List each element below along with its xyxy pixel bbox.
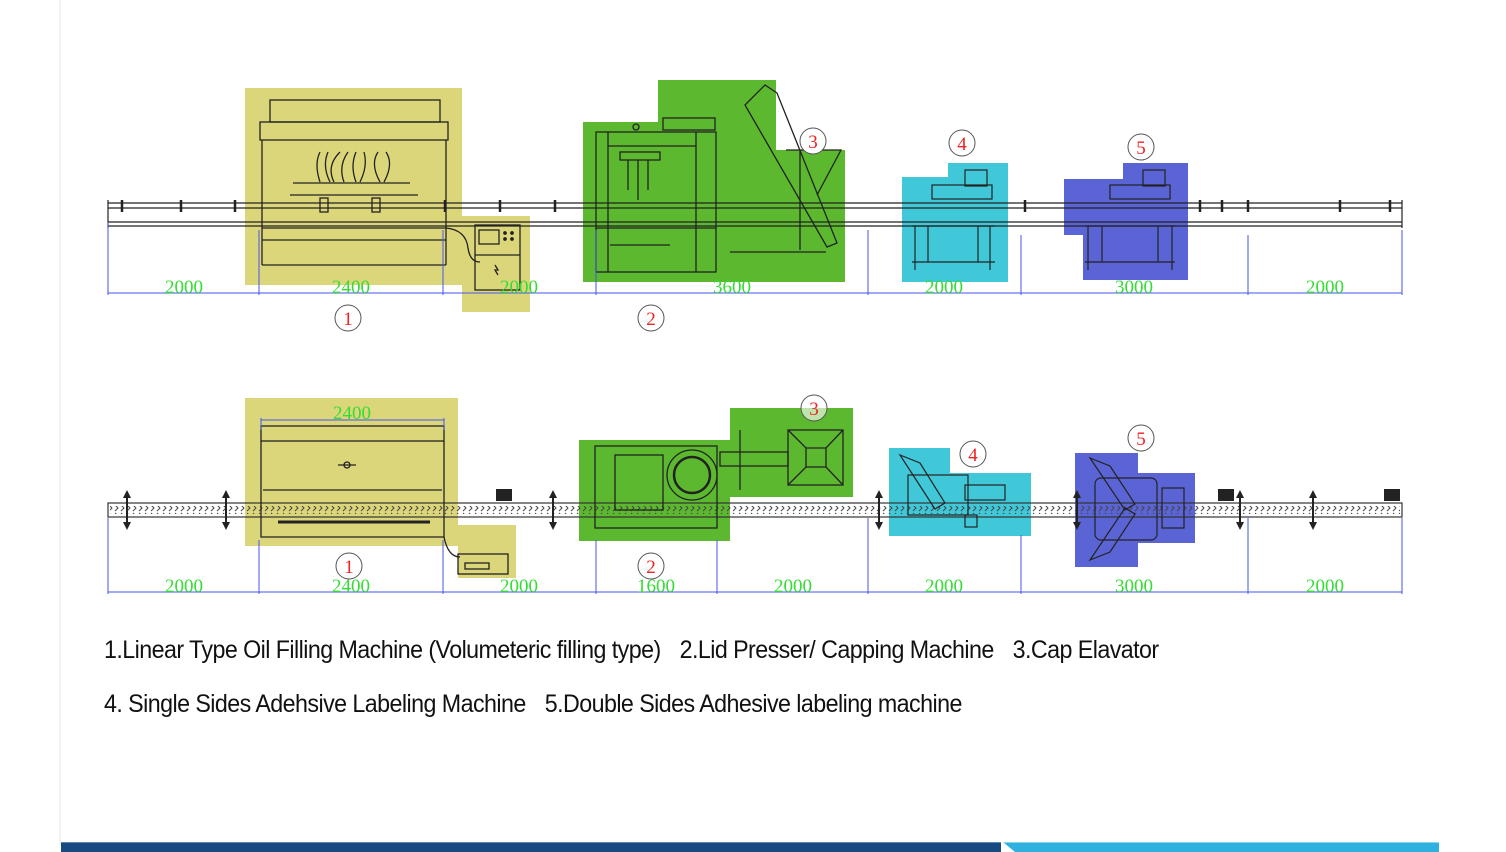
dim-label: 2000 [925,277,963,298]
legend-item-capper: 2.Lid Presser/ Capping Machine [679,636,995,664]
slide-edge [59,0,61,845]
dim-label: 2000 [500,576,538,597]
svg-text:1: 1 [344,557,354,578]
dim-label: 2000 [165,277,203,298]
front-dimension-lines [107,222,1403,295]
dim-label: 3000 [1115,277,1153,298]
dim-label: 2400 [332,277,370,298]
svg-text:1: 1 [343,309,353,330]
top-markers: 1 2 3 4 5 [335,394,1155,580]
top-conveyor [107,502,1403,518]
front-markers: 1 2 3 4 5 [334,127,1155,332]
footer-bar-light [1003,842,1439,852]
legend-line-1: 1.Linear Type Oil Filling Machine (Volum… [104,636,1172,665]
svg-text:3: 3 [809,399,819,420]
front-conveyor [107,200,1403,228]
svg-text:4: 4 [968,445,978,466]
capper-zone [583,80,845,282]
marker-3: 3 [799,127,827,155]
double-labeler-drawing [1085,169,1175,270]
legend-item-cap-elevator: 3.Cap Elavator [1012,636,1160,664]
marker-5: 5 [1127,133,1155,161]
footer-bar-dark [61,842,1001,852]
svg-text:2: 2 [646,557,656,578]
legend-item-double-labeler: 5.Double Sides Adhesive labeling machine [544,690,963,718]
svg-text:4: 4 [957,134,967,155]
svg-text:5: 5 [1136,138,1146,159]
top-dimension-labels: 2000 2400 2000 1600 2000 2000 3000 2000 [165,576,1344,597]
filler-top-width-line [260,418,445,430]
capper-machine-drawing [595,84,843,273]
single-labeler-zone-top [889,448,1031,536]
dim-label: 2400 [332,576,370,597]
filler-zone [245,88,530,312]
legend-item-filler: 1.Linear Type Oil Filling Machine (Volum… [104,636,661,664]
filler-zone-top [245,398,516,578]
legend-item-single-labeler: 4. Single Sides Adehsive Labeling Machin… [104,690,526,718]
front-dimension-labels: 2000 2400 2000 3600 2000 3000 2000 [165,277,1344,298]
dim-label: 2000 [1306,576,1344,597]
capper-top-drawing [594,429,844,529]
legend-line-2: 4. Single Sides Adehsive Labeling Machin… [104,690,975,719]
marker-4: 4 [948,129,976,157]
marker-3: 3 [800,394,828,422]
single-labeler-drawing [912,169,995,270]
marker-5: 5 [1127,424,1155,452]
capper-zone-top [579,408,853,541]
filler-machine-drawing [259,99,481,266]
filler-top-drawing [260,425,509,575]
top-view: 2400 [107,394,1403,597]
dim-label: 3600 [713,277,751,298]
marker-1: 1 [335,552,363,580]
marker-2: 2 [637,552,665,580]
dim-label: 2000 [500,277,538,298]
marker-1: 1 [334,304,362,332]
dim-label: 1600 [637,576,675,597]
filler-top-width-label: 2400 [333,403,371,424]
front-view: 2000 2400 2000 3600 2000 3000 2000 1 2 3… [107,80,1403,332]
marker-4: 4 [959,440,987,468]
conveyor-supports [123,489,1400,530]
double-labeler-top-drawing [1088,456,1185,562]
marker-2: 2 [637,304,665,332]
svg-text:3: 3 [808,132,818,153]
dim-label: 2000 [925,576,963,597]
footer-bar [61,842,1439,852]
dim-label: 2000 [165,576,203,597]
dim-label: 2000 [774,576,812,597]
svg-text:2: 2 [646,309,656,330]
single-labeler-top-drawing [898,453,1006,528]
dim-label: 3000 [1115,576,1153,597]
control-panel-drawing [474,224,521,291]
svg-text:5: 5 [1136,429,1146,450]
dim-label: 2000 [1306,277,1344,298]
top-dimension-lines [107,518,1403,594]
